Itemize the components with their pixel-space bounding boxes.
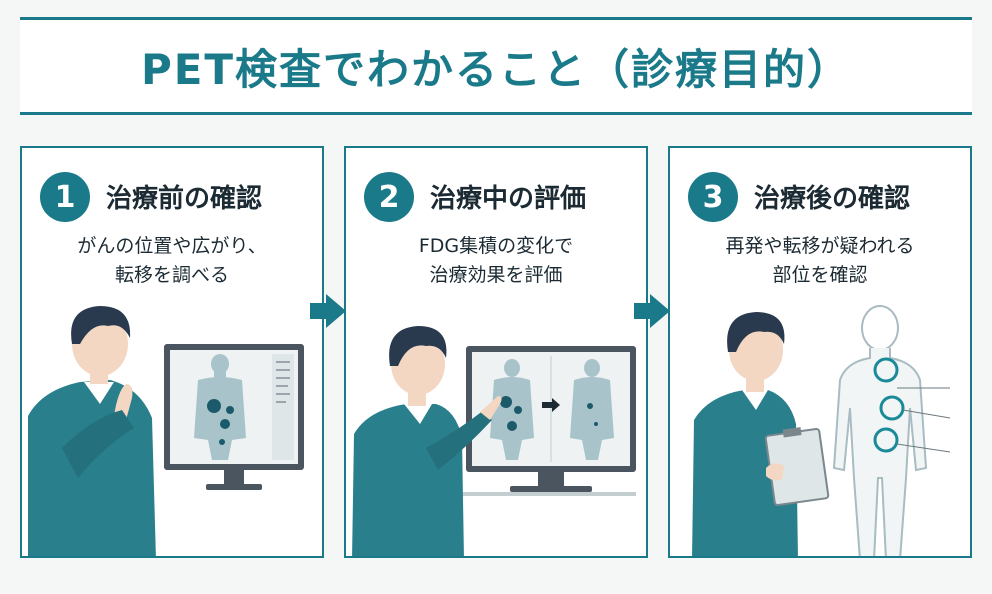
step-description-line: がんの位置や広がり、 <box>77 235 267 257</box>
arrow-right-icon <box>310 294 346 328</box>
step-number-badge: 2 <box>364 172 414 222</box>
step-panel-3: 3 治療後の確認 再発や転移が疑われる 部位を確認 <box>668 146 972 558</box>
pet-monitor <box>436 346 636 496</box>
step-panel-2: 2 治療中の評価 FDG集積の変化で 治療効果を評価 <box>344 146 648 558</box>
step-panel-1: 1 治療前の確認 がんの位置や広がり、 転移を調べる <box>20 146 324 558</box>
step-description-line: 転移を調べる <box>114 264 229 286</box>
pet-monitor <box>164 344 304 490</box>
doctor-reviewing-scan-illustration <box>28 306 304 556</box>
doctor-figure <box>352 326 502 556</box>
title-banner: PET検査でわかること（診療目的） <box>20 17 972 115</box>
step-description-line: 再発や転移が疑われる <box>725 235 915 257</box>
page-title: PET検査でわかること（診療目的） <box>140 44 852 94</box>
step-description: がんの位置や広がり、 転移を調べる <box>22 232 322 290</box>
step-description-line: 部位を確認 <box>772 264 868 286</box>
step-number-badge: 1 <box>40 172 90 222</box>
arrow-right-icon <box>634 294 670 328</box>
body-outline <box>832 305 951 556</box>
step-title: 治療前の確認 <box>106 184 263 214</box>
step-description: 再発や転移が疑われる 部位を確認 <box>670 232 970 290</box>
step-number-badge: 3 <box>688 172 738 222</box>
clipboard-icon <box>764 427 830 507</box>
doctor-figure <box>28 306 156 556</box>
step-description-line: 治療効果を評価 <box>429 264 563 286</box>
doctor-with-body-diagram-illustration <box>692 305 951 556</box>
doctor-comparing-scans-illustration <box>352 326 636 556</box>
step-description: FDG集積の変化で 治療効果を評価 <box>346 232 646 290</box>
step-title: 治療中の評価 <box>430 184 587 214</box>
doctor-figure <box>692 312 798 556</box>
step-title: 治療後の確認 <box>754 184 911 214</box>
step-description-line: FDG集積の変化で <box>418 235 574 257</box>
